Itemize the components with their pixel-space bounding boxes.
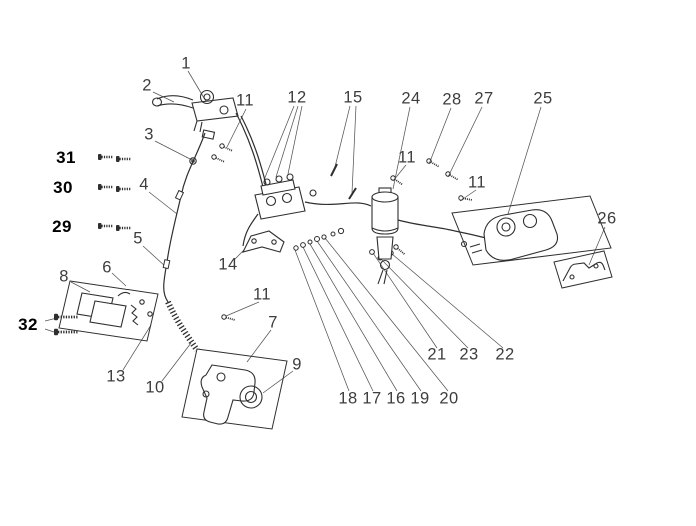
part-label-22: 22 [495, 345, 515, 364]
part-label-11: 11 [236, 91, 254, 110]
junction-drop-hose [242, 213, 259, 247]
caliper-piston [239, 385, 263, 409]
part-label-29: 29 [52, 217, 72, 236]
part-label-31: 31 [56, 148, 76, 167]
fasteners [52, 142, 474, 337]
part-label-4: 4 [139, 175, 149, 194]
part-label-1: 1 [181, 54, 191, 73]
part-label-21: 21 [427, 345, 447, 364]
rear-hose-b [397, 219, 456, 232]
upper-hose-b [240, 115, 268, 189]
part-label-16: 16 [386, 389, 406, 408]
part-label-15: 15 [343, 88, 363, 107]
part-label-18: 18 [338, 389, 358, 408]
pad-spring [130, 304, 139, 326]
upper-hose-a [235, 112, 264, 188]
part-label-19: 19 [410, 389, 430, 408]
part-label-5: 5 [133, 229, 143, 248]
front-caliper [200, 364, 263, 425]
part-label-13: 13 [106, 367, 126, 386]
part-label-28: 28 [442, 90, 462, 109]
part-label-9: 9 [292, 355, 302, 374]
part-label-27: 27 [474, 89, 494, 108]
part-label-12: 12 [287, 88, 307, 107]
rear-caliper-box [451, 195, 612, 266]
part-label-11: 11 [468, 173, 486, 192]
hose-spring-guard [165, 300, 200, 352]
part-label-6: 6 [102, 258, 112, 277]
rear-master-cylinder [376, 236, 394, 260]
pin-15-b [348, 187, 357, 200]
rear-caliper [460, 209, 559, 261]
junction-block [254, 173, 317, 220]
pin-15-a [330, 163, 338, 177]
part-label-32: 32 [18, 315, 38, 334]
front-hose [163, 132, 206, 303]
brake-hoses [162, 112, 487, 352]
part-label-30: 30 [53, 178, 73, 197]
part-label-11: 11 [398, 148, 416, 167]
part-label-8: 8 [59, 267, 69, 286]
part-label-14: 14 [218, 255, 238, 274]
group-boxes [58, 195, 613, 430]
part-label-10: 10 [145, 378, 165, 397]
part-label-17: 17 [362, 389, 382, 408]
part-label-2: 2 [142, 76, 152, 95]
fluid-reservoir [371, 187, 399, 285]
rear-hose-a [304, 201, 372, 207]
part-label-20: 20 [439, 389, 459, 408]
caliper-bracket [562, 261, 606, 282]
bracket-box [553, 250, 613, 289]
grommet [189, 157, 197, 165]
part-label-11: 11 [253, 285, 271, 304]
brake-pads-box [58, 280, 159, 342]
part-label-25: 25 [533, 89, 553, 108]
front-master-cylinder [151, 89, 239, 165]
part-label-26: 26 [597, 209, 617, 228]
brake-pads [76, 291, 153, 328]
part-label-3: 3 [144, 125, 154, 144]
front-caliper-box [181, 348, 288, 430]
part-label-24: 24 [401, 89, 421, 108]
part-label-7: 7 [268, 313, 278, 332]
mount-bracket [241, 230, 285, 253]
part-label-23: 23 [459, 345, 479, 364]
